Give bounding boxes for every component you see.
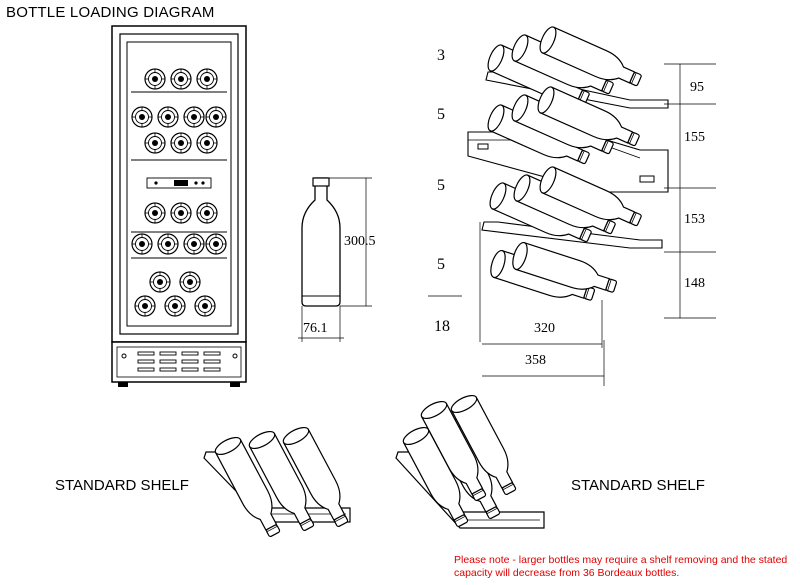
standard-shelf-right (395, 391, 545, 532)
height-dim-4: 148 (684, 276, 705, 291)
bottle-height-label: 300.5 (344, 234, 376, 249)
capacity-note: Please note - larger bottles may require… (454, 554, 788, 579)
shelf-count-3: 5 (437, 177, 445, 194)
height-dim-3: 153 (684, 212, 705, 227)
shelf-count-1: 3 (437, 47, 445, 64)
depth-dim-shelf: 320 (534, 321, 555, 336)
standard-shelf-label-left: STANDARD SHELF (55, 477, 189, 494)
rack-side-view (428, 24, 716, 386)
bottle-diameter-label: 76.1 (303, 321, 328, 336)
height-dim-2: 155 (684, 130, 705, 145)
height-dim-1: 95 (690, 80, 704, 95)
shelf-count-4: 5 (437, 256, 445, 273)
standard-shelf-label-right: STANDARD SHELF (571, 477, 705, 494)
shelf-count-2: 5 (437, 106, 445, 123)
total-count: 18 (434, 318, 450, 335)
standard-shelf-left (203, 423, 356, 542)
diagram-title: BOTTLE LOADING DIAGRAM (6, 4, 215, 21)
bottle-dimension-drawing (298, 177, 372, 342)
depth-dim-total: 358 (525, 353, 546, 368)
wine-cabinet-front (111, 25, 247, 387)
